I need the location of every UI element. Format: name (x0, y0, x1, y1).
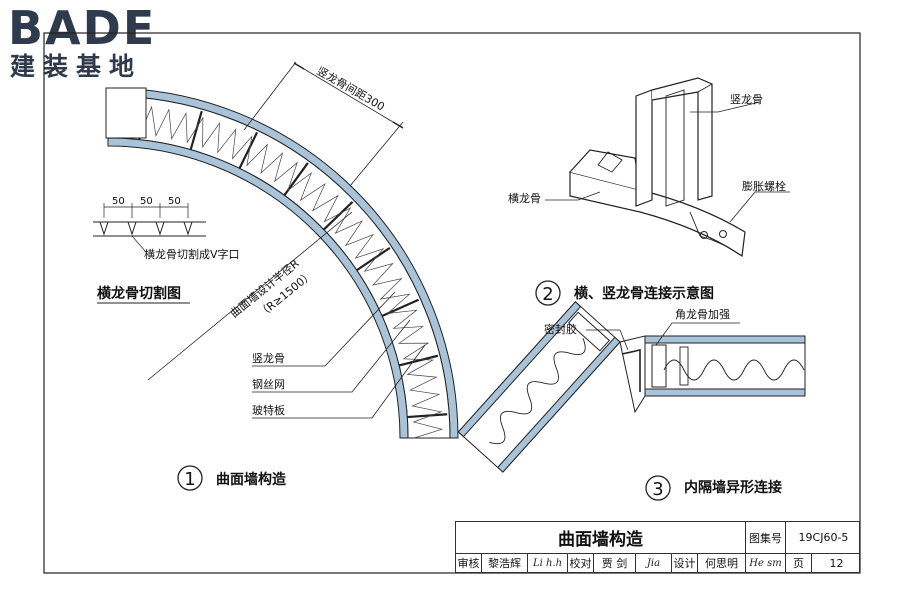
curved-wall-figure: 竖龙骨间距300 50 50 50 横龙骨切割成V字口 横龙骨切割图 曲面墙设计… (93, 61, 459, 491)
bolt-hole-a (700, 231, 708, 239)
straight-wall-panel (644, 335, 806, 397)
check-label: 校对 (568, 553, 594, 573)
corner-joint (619, 335, 646, 414)
figure-1-number: 1 (184, 469, 195, 490)
curved-wall-stud (189, 110, 203, 150)
figure-3-title: 内隔墙异形连接 (684, 479, 782, 496)
title-block: 曲面墙构造 图集号 19CJ60-5 审核 黎浩辉 Li h.h 校对 贾 剑 … (455, 521, 860, 573)
logo-main-text: BADE (8, 1, 157, 55)
checker-signature: Jia (636, 553, 672, 573)
sealant-label: 密封胶 (544, 322, 577, 336)
review-label: 审核 (456, 553, 482, 573)
corner-stud-label: 角龙骨加强 (675, 308, 730, 321)
atlas-number: 19CJ60-5 (798, 531, 849, 544)
straight-wall-insulation (663, 359, 805, 381)
curved-wall-board (107, 137, 409, 439)
wire-mesh-label: 钢丝网 (252, 378, 285, 391)
fig2-bolt-label: 膨胀螺栓 (742, 179, 786, 193)
design-label: 设计 (672, 553, 698, 573)
curved-wall-mesh (107, 102, 444, 439)
atlas-label: 图集号 (746, 522, 786, 553)
page-number: 12 (829, 556, 844, 570)
curved-wall-stud (323, 201, 354, 231)
vertical-stud-web (635, 89, 653, 207)
designer-signature: He sm (746, 553, 786, 573)
stud-track-connection-figure: 竖龙骨 横龙骨 膨胀螺栓 2 横、竖龙骨连接示意图 (508, 77, 790, 306)
curved-wall-stud (407, 413, 448, 419)
figure-2-marker (535, 280, 561, 306)
figure-2-title: 横、竖龙骨连接示意图 (574, 285, 714, 302)
wall-stub (105, 87, 147, 139)
dimension-50-c: 50 (168, 196, 181, 207)
checker-name: 贾 剑 (594, 553, 636, 573)
partition-connection-figure: 密封胶 角龙骨加强 3 内隔墙异形连接 (457, 301, 806, 501)
reviewer-name: 黎浩辉 (482, 553, 528, 573)
figure-3-marker (645, 475, 671, 501)
straight-wall-board-top (644, 335, 806, 344)
drawing-title: 曲面墙构造 (456, 522, 746, 553)
reviewer-signature: Li h.h (528, 553, 568, 573)
straight-wall-stud (651, 344, 667, 388)
v-cut-detail (93, 203, 206, 253)
fig2-track-label: 横龙骨 (508, 191, 541, 205)
curved-track (569, 171, 746, 258)
corner-stud (621, 349, 641, 392)
fig2-stud-label: 竖龙骨 (730, 93, 763, 106)
figure-1-marker (177, 465, 203, 491)
page-label: 页 (786, 553, 812, 573)
stud-spacing-label: 竖龙骨间距300 (315, 64, 387, 113)
vertical-stud-flange (651, 77, 713, 201)
curved-wall-stud (398, 354, 439, 367)
dimension-50-b: 50 (140, 196, 153, 207)
angled-wall (457, 301, 621, 473)
title-block-row-top: 曲面墙构造 图集号 19CJ60-5 (456, 522, 859, 554)
logo-sub-text: 建装基地 (10, 52, 143, 81)
curved-wall-stud (356, 246, 391, 272)
radius-line (147, 211, 353, 381)
drawing-frame (43, 32, 861, 574)
curved-wall-stud (238, 131, 259, 169)
board-label: 玻特板 (252, 403, 285, 417)
stud-spacing-dimension (243, 61, 404, 187)
title-block-row-bottom: 审核 黎浩辉 Li h.h 校对 贾 剑 Jia 设计 何思明 He sm 页 … (456, 553, 859, 573)
straight-wall-board-bottom (644, 388, 806, 397)
logo: BADE 建装基地 (8, 4, 178, 82)
figure-2-number: 2 (542, 284, 553, 305)
track-cut-title: 横龙骨切割图 (97, 285, 181, 302)
v-cut-label: 横龙骨切割成V字口 (144, 247, 240, 261)
stud-label: 竖龙骨 (252, 352, 285, 365)
designer-name: 何思明 (698, 553, 746, 573)
bolt-hole-b (719, 230, 727, 238)
fig1-leaders (252, 291, 426, 419)
dimension-50-a: 50 (112, 196, 125, 207)
figure-1-title: 曲面墙构造 (216, 471, 286, 488)
figure-3-number: 3 (652, 479, 663, 500)
